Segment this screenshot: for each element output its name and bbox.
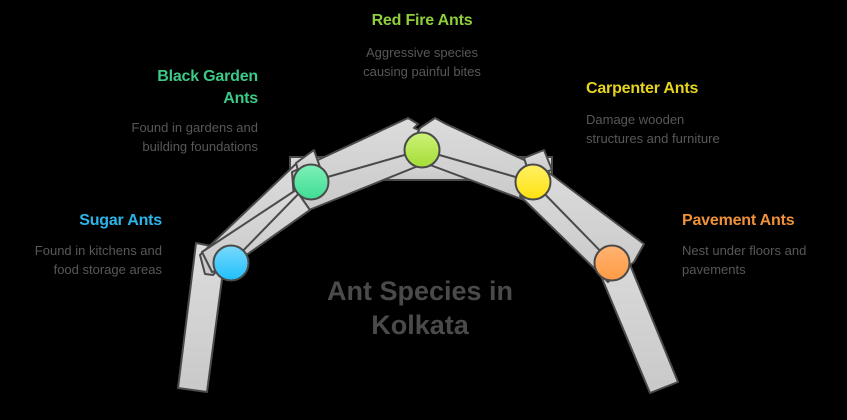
red-fire-ants-node [403,131,441,169]
black-garden-ants-description: Found in gardens and building foundation… [60,118,258,156]
carpenter-ants-title: Carpenter Ants [586,80,699,97]
description-line: structures and furniture [586,131,720,146]
connector-line [532,181,613,264]
carpenter-ants-node [514,163,552,201]
sugar-ants-node [212,244,250,282]
description-line: Damage wooden [586,112,685,127]
description-line: Found in gardens and [131,120,258,135]
diagram-title: Ant Species in Kolkata [290,274,550,342]
diagram-title-line1: Ant Species in [326,276,514,306]
description-line: building foundations [142,139,258,154]
pavement-ants-title: Pavement Ants [682,212,795,229]
pavement-ants-description: Nest under floors and pavements [682,241,847,279]
description-line: pavements [682,262,746,277]
red-fire-ants-label: Red Fire Ants Aggressive species causing… [322,10,522,81]
black-garden-ants-title: Black Garden Ants [60,66,258,110]
connector-line [230,181,311,264]
carpenter-ants-label: Carpenter Ants Damage wooden structures … [586,78,786,148]
sugar-ants-title: Sugar Ants [79,212,162,229]
pavement-ants-label: Pavement Ants Nest under floors and pave… [682,210,847,279]
description-line: Aggressive species [366,45,478,60]
diagram-title-line2: Kolkata [371,310,469,340]
black-garden-ants-node [292,163,330,201]
description-line: food storage areas [53,262,162,277]
title-line: Black Garden [157,68,258,85]
description-line: Nest under floors and [682,243,807,258]
description-line: Found in kitchens and [34,243,162,258]
red-fire-ants-title: Red Fire Ants [371,12,473,29]
sugar-ants-description: Found in kitchens and food storage areas [0,241,162,279]
sugar-ants-label: Sugar Ants Found in kitchens and food st… [0,210,162,279]
carpenter-ants-description: Damage wooden structures and furniture [586,110,786,148]
pavement-ants-node [593,244,631,282]
title-line: Ants [223,90,258,107]
description-line: causing painful bites [363,64,481,79]
black-garden-ants-label: Black Garden Ants Found in gardens and b… [60,66,259,156]
red-fire-ants-description: Aggressive species causing painful bites [322,43,522,81]
connector-line [421,149,534,183]
